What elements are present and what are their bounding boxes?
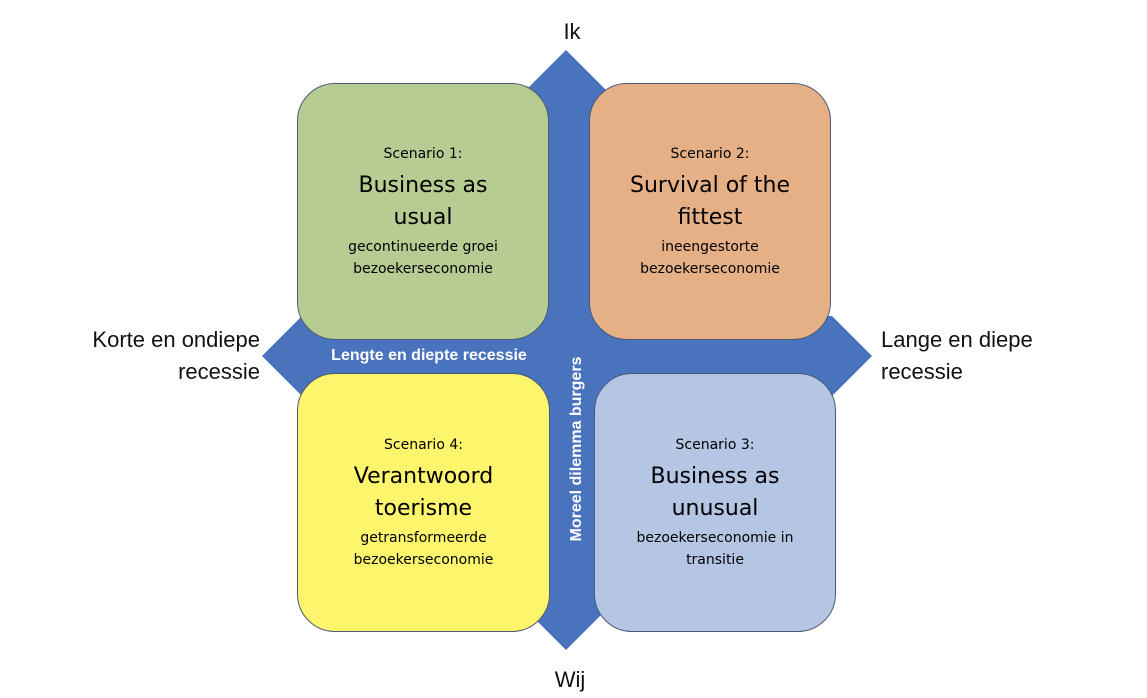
scenario-title: Business as usual xyxy=(358,172,488,230)
horizontal-axis-label: Lengte en diepte recessie xyxy=(331,347,527,364)
scenario-number: Scenario 1: xyxy=(383,145,463,162)
scenario-subtitle: bezoekerseconomie in transitie xyxy=(636,529,794,568)
scenario-subtitle: getransformeerde bezoekerseconomie xyxy=(353,529,494,568)
axis-label-top: Ik xyxy=(563,19,581,44)
vertical-axis-label: Moreel dilemma burgers xyxy=(568,356,585,542)
scenario-number: Scenario 2: xyxy=(670,145,750,162)
scenario-3-box: Scenario 3: Business as unusual bezoeker… xyxy=(594,373,836,632)
axis-label-right: Lange en diepe recessie xyxy=(881,327,1033,384)
scenario-number: Scenario 4: xyxy=(384,436,463,453)
scenario-4-box: Scenario 4: Verantwoord toerisme getrans… xyxy=(297,373,550,632)
scenario-2-box: Scenario 2: Survival of the fittest inee… xyxy=(589,83,831,340)
scenario-number: Scenario 3: xyxy=(675,436,755,453)
scenario-title: Business as unusual xyxy=(650,463,780,521)
scenario-title: Survival of the fittest xyxy=(630,172,790,230)
scenario-subtitle: gecontinueerde groei bezoekerseconomie xyxy=(348,238,498,277)
axis-label-left: Korte en ondiepe recessie xyxy=(92,327,260,384)
axis-label-bottom: Wij xyxy=(554,667,586,692)
scenario-subtitle: ineengestorte bezoekerseconomie xyxy=(640,238,780,277)
scenario-title: Verantwoord toerisme xyxy=(353,463,494,521)
scenario-1-box: Scenario 1: Business as usual gecontinue… xyxy=(297,83,549,340)
